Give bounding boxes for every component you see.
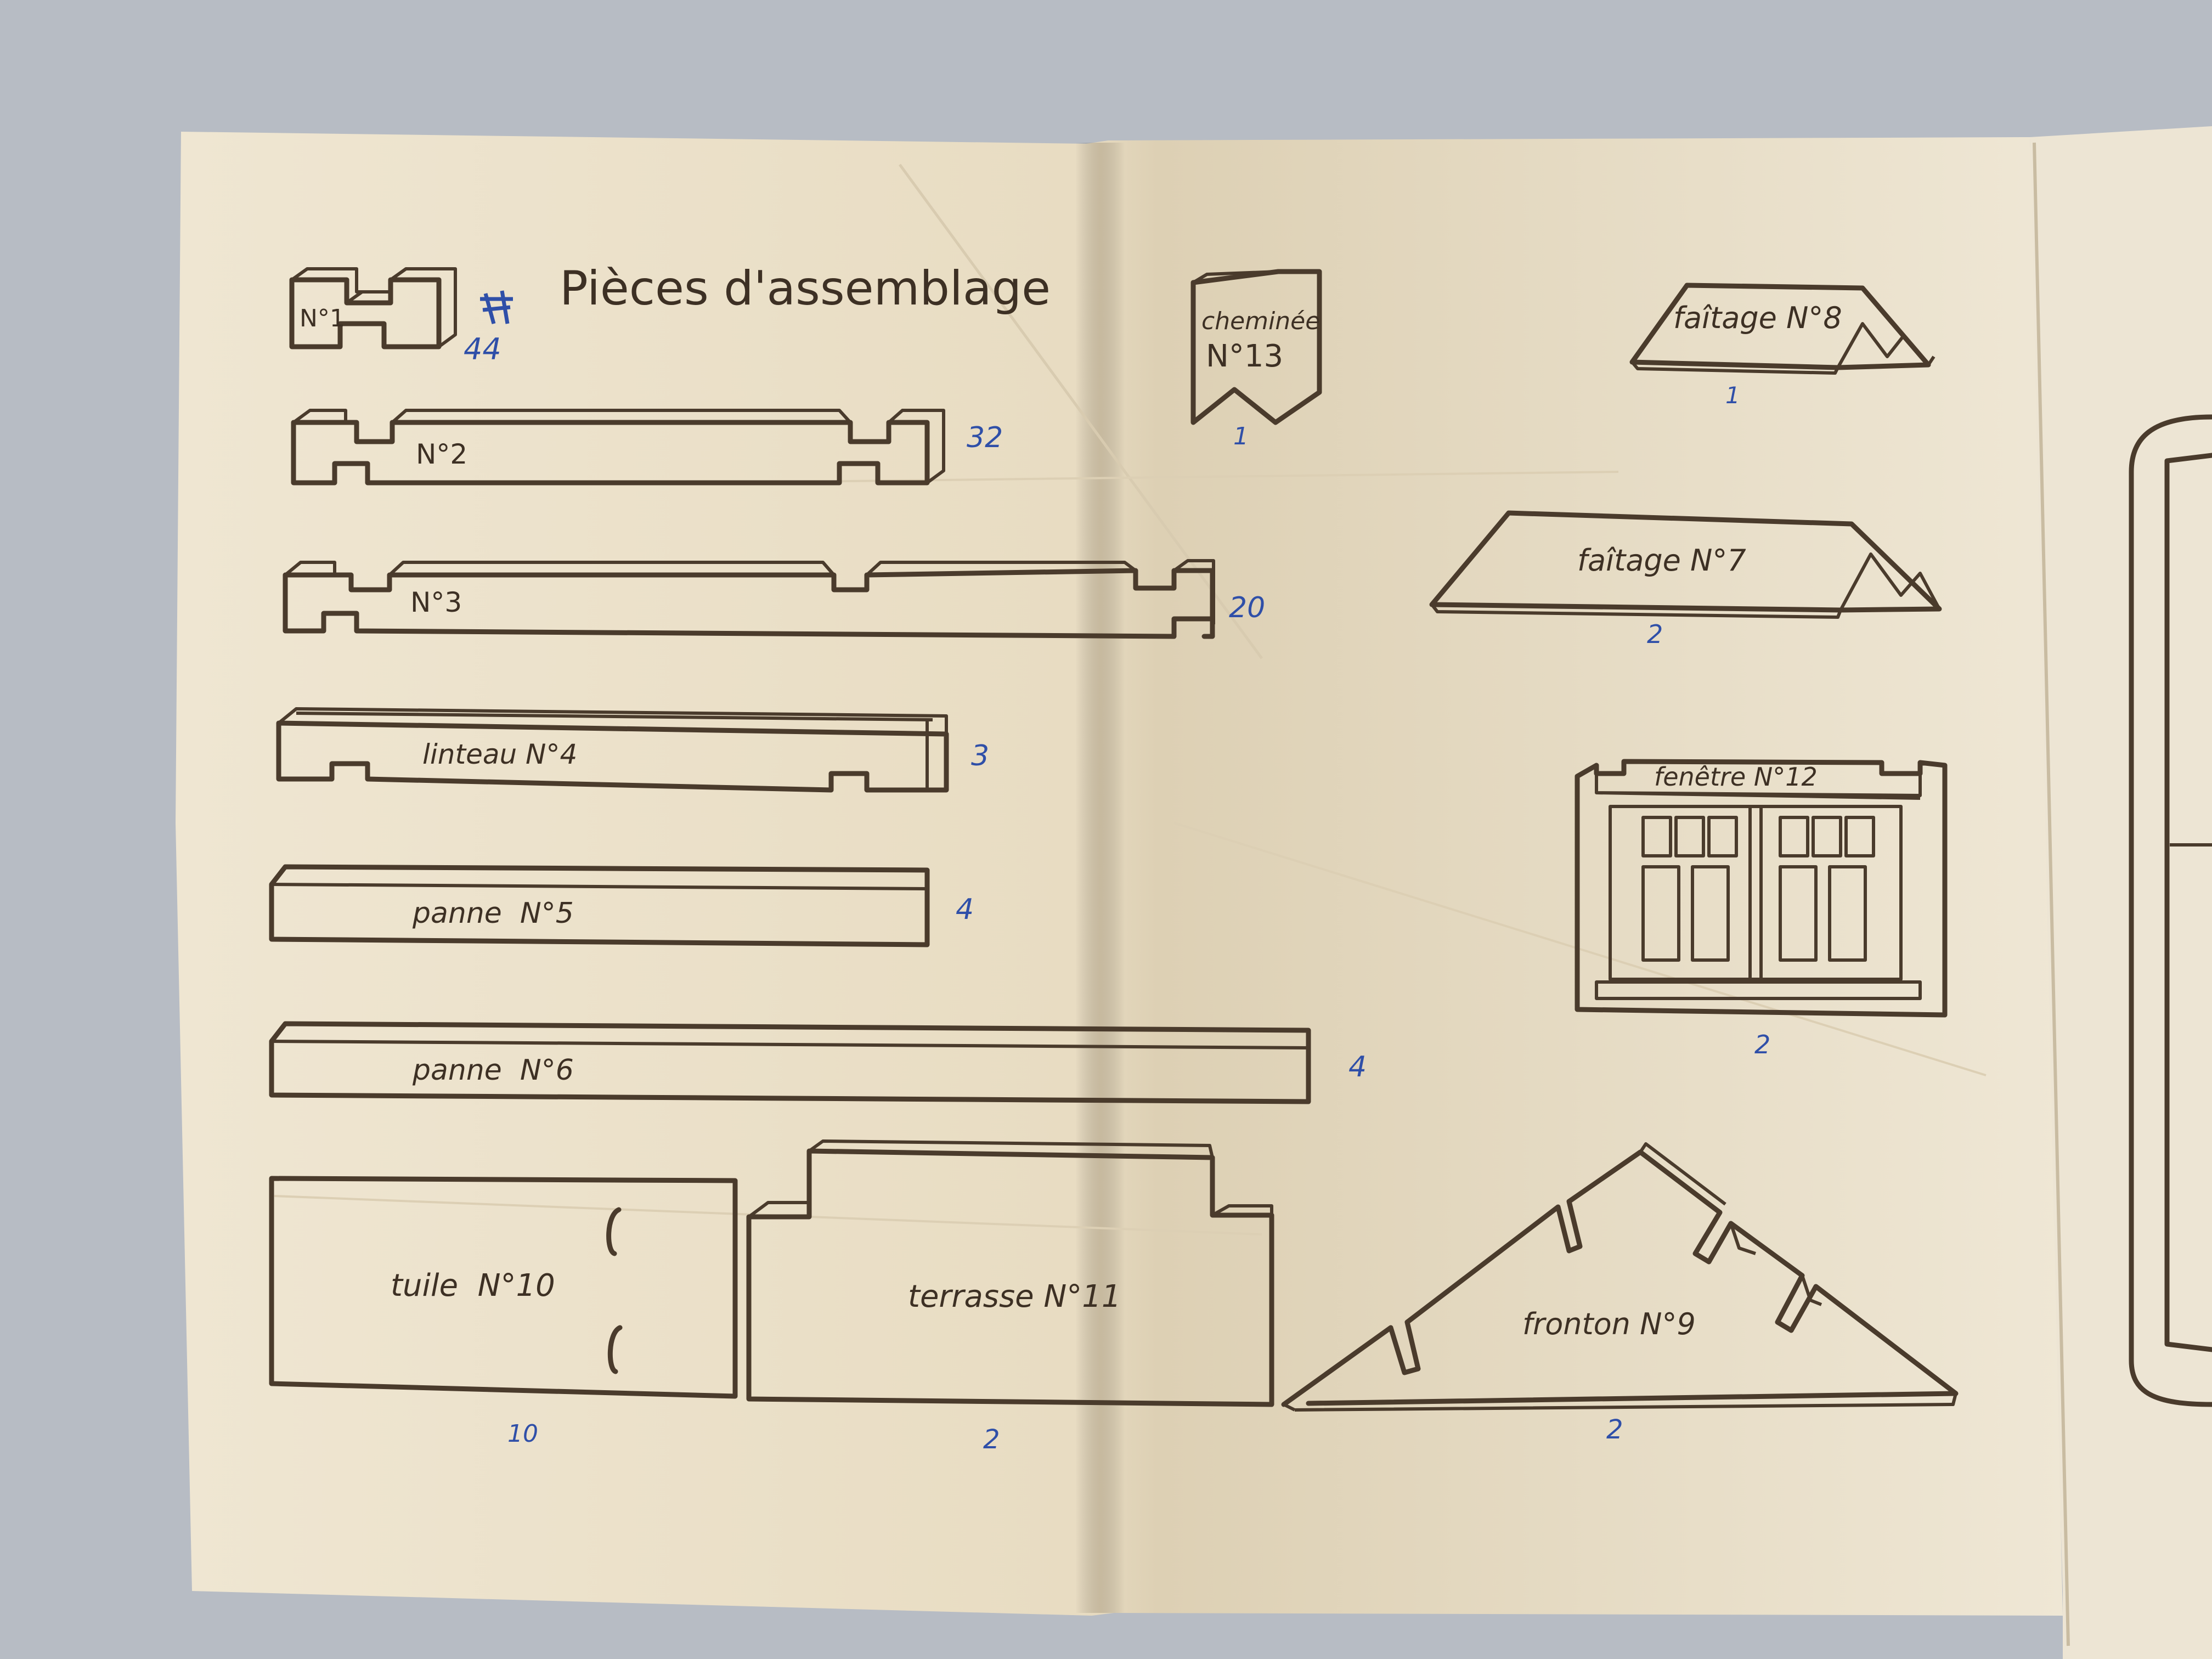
piece-n5-drawing [269,864,930,947]
scribble-mark [480,290,513,324]
piece-n8-drawing [1629,283,1936,375]
piece-n7-drawing [1429,510,1942,619]
piece-n5-label: panne N°5 [412,897,574,930]
piece-n3-drawing [283,559,1215,639]
piece-n12-drawing [1575,759,1948,1018]
piece-n13-drawing [1190,269,1322,425]
piece-n7-label: faîtage N°7 [1577,543,1746,578]
piece-n9-drawing [1281,1142,1959,1412]
page-title: Pièces d'assemblage [560,261,1051,316]
piece-n4-label: linteau N°4 [422,738,577,770]
count-n13: 1 [1233,422,1249,450]
count-n9: 2 [1606,1414,1623,1445]
piece-n3-label: N°3 [410,586,462,618]
count-n7: 2 [1647,619,1663,649]
booklet-page [176,132,2063,1616]
piece-n10-label: tuile N°10 [391,1268,555,1304]
count-n1: 44 [464,332,501,366]
piece-n11-drawing [746,1139,1274,1407]
piece-n8-label: faîtage N°8 [1673,301,1842,335]
count-n5: 4 [956,893,974,926]
piece-n1-label: N°1 [300,304,345,332]
count-n2: 32 [967,421,1003,454]
count-n3: 20 [1229,591,1265,624]
count-n6: 4 [1348,1051,1367,1084]
piece-n1-drawing [289,267,457,349]
count-n8: 1 [1725,382,1740,409]
count-n12: 2 [1754,1030,1770,1059]
piece-n13-label-line2: N°13 [1206,338,1283,374]
piece-n2-label: N°2 [416,438,467,470]
piece-n13-label-line1: cheminée [1201,307,1320,335]
piece-n10-drawing [269,1176,738,1399]
piece-n6-label: panne N°6 [412,1054,574,1087]
piece-n6-drawing [269,1021,1311,1104]
count-n4: 3 [971,740,989,772]
piece-n12-label: fenêtre N°12 [1654,762,1818,792]
count-n10: 10 [507,1420,538,1448]
next-page [2030,126,2212,1659]
piece-n9-label: fronton N°9 [1522,1307,1696,1341]
piece-n4-drawing [276,707,949,793]
piece-n11-label: terrasse N°11 [908,1279,1121,1314]
count-n11: 2 [983,1424,1000,1455]
piece-n2-drawing [291,409,945,486]
